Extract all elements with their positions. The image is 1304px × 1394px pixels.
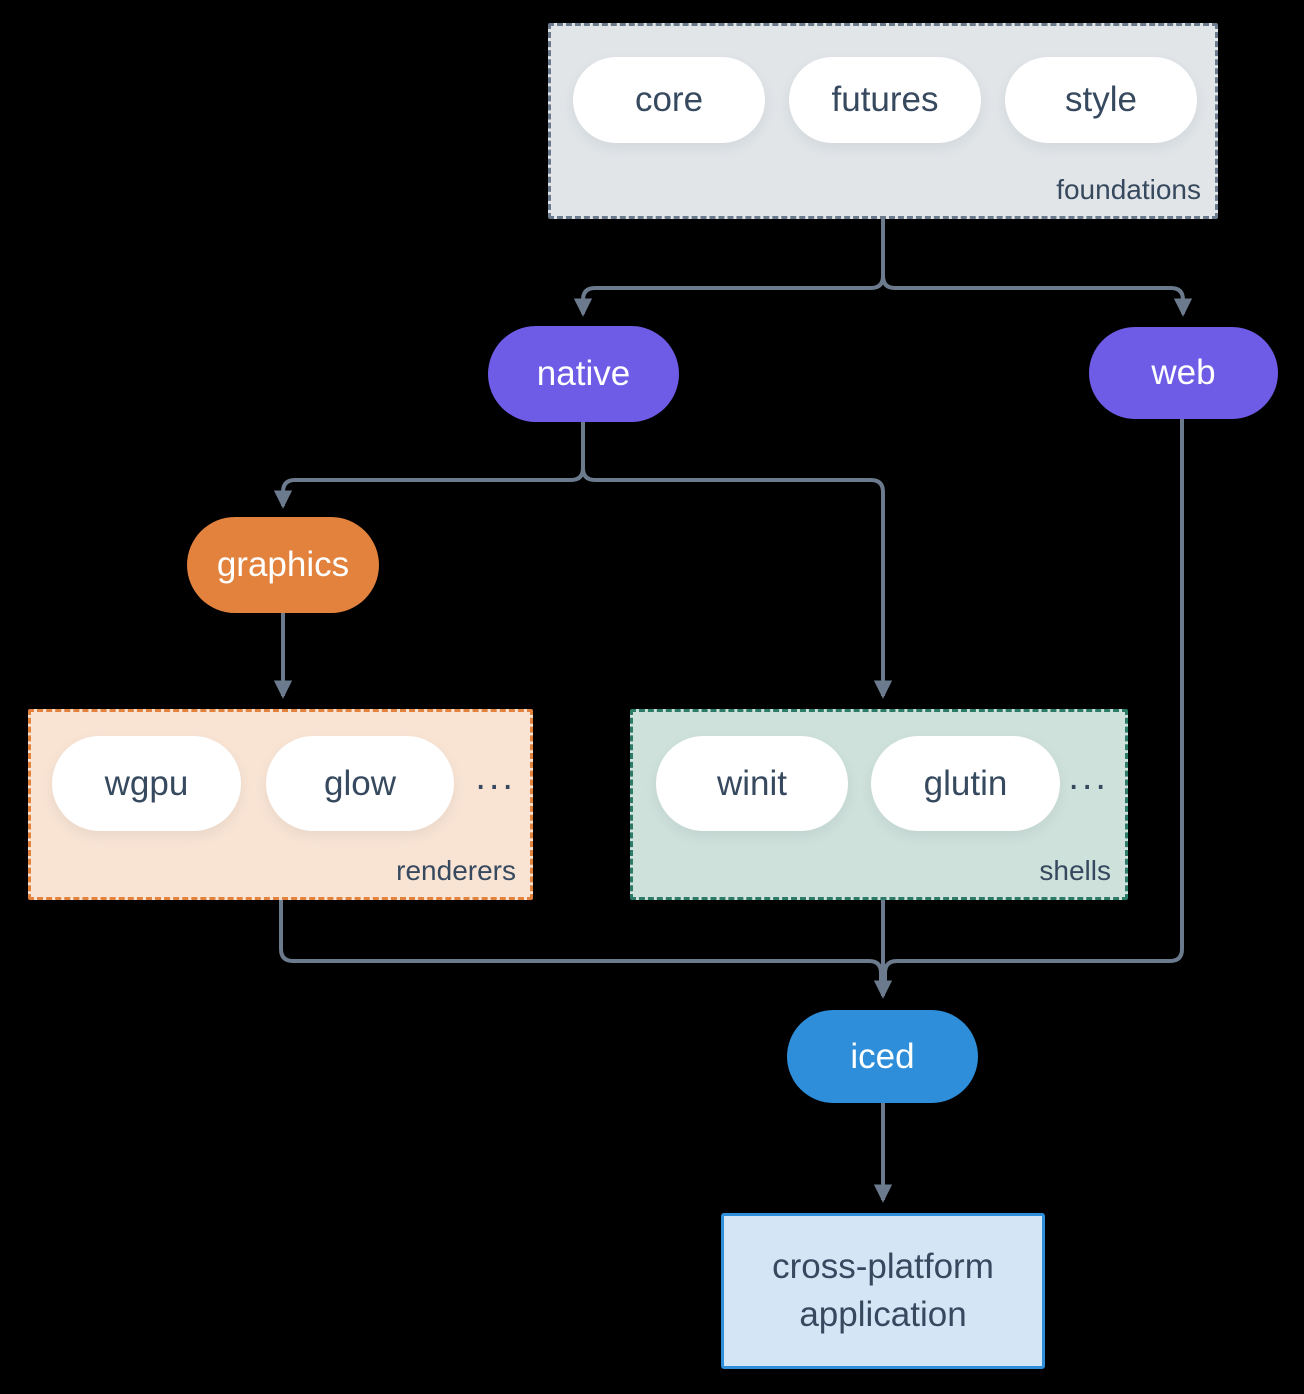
node-style-label: style <box>1065 80 1137 119</box>
node-style: style <box>1005 57 1197 143</box>
renderers-ellipsis: ... <box>475 756 516 798</box>
group-shells-label: shells <box>1039 855 1111 886</box>
group-foundations: core futures style foundations <box>548 23 1218 219</box>
connector-foundations-web <box>881 219 1193 317</box>
node-iced-label: iced <box>850 1036 915 1076</box>
node-wgpu: wgpu <box>52 736 241 831</box>
node-glow-label: glow <box>324 763 396 803</box>
group-renderers: wgpu glow ... renderers <box>28 709 533 900</box>
node-core-label: core <box>634 80 704 119</box>
node-futures: futures <box>789 57 981 143</box>
group-foundations-label: foundations <box>1056 174 1201 205</box>
connector-foundations-native <box>573 219 885 317</box>
node-glutin-label: glutin <box>923 763 1008 803</box>
node-web-label: web <box>1151 353 1216 392</box>
node-graphics-label: graphics <box>216 545 350 584</box>
node-core: core <box>573 57 765 143</box>
node-winit: winit <box>656 736 848 831</box>
connector-renderers-junction <box>279 900 883 984</box>
node-glow: glow <box>266 736 454 831</box>
node-graphics: graphics <box>187 517 379 613</box>
application-label-line1: cross-platform <box>772 1247 994 1286</box>
connector-web-junction <box>883 419 1184 984</box>
node-web: web <box>1089 327 1278 419</box>
node-futures-label: futures <box>831 80 939 119</box>
node-application: cross-platform application <box>721 1213 1045 1369</box>
node-wgpu-label: wgpu <box>104 763 189 803</box>
group-renderers-label: renderers <box>396 855 516 886</box>
node-iced: iced <box>787 1010 978 1103</box>
node-winit-label: winit <box>716 763 788 803</box>
node-native: native <box>488 326 679 422</box>
group-shells: winit glutin ... shells <box>630 709 1128 900</box>
shells-ellipsis: ... <box>1068 756 1109 798</box>
connector-native-graphics <box>273 422 585 509</box>
application-label-line2: application <box>799 1295 967 1334</box>
connector-native-shells <box>581 422 893 699</box>
node-native-label: native <box>536 354 631 393</box>
node-glutin: glutin <box>871 736 1060 831</box>
